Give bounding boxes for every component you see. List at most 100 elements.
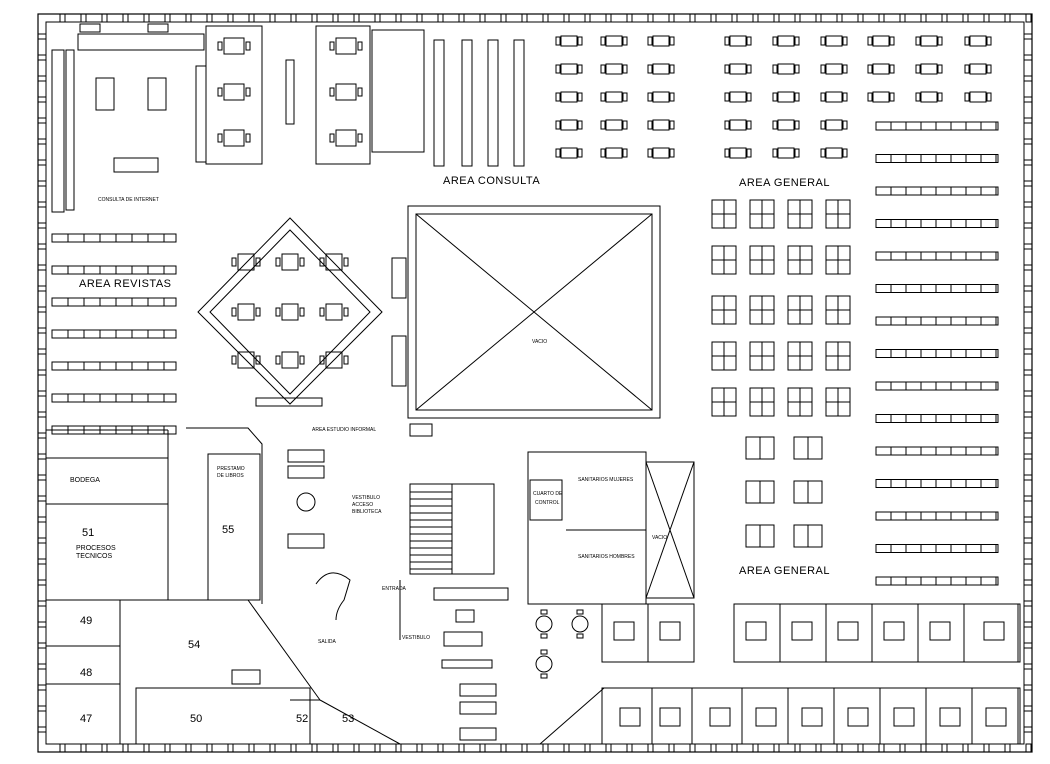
cuarto-control-label-1: CUARTO DE (533, 491, 563, 497)
wall-column (1023, 642, 1033, 649)
wall-column (857, 13, 864, 23)
chair (889, 92, 895, 102)
sanitarios-mujeres-label: SANITARIOS MUJERES (578, 477, 634, 483)
chair (772, 64, 778, 74)
wall-column (437, 743, 444, 753)
wall-column (1023, 663, 1033, 670)
chair (772, 120, 778, 130)
table (281, 253, 299, 271)
wall-column (37, 516, 47, 523)
chair (329, 87, 335, 97)
chair (842, 148, 848, 158)
wall-column (1023, 243, 1033, 250)
wall-column (37, 684, 47, 691)
table (825, 119, 843, 131)
shelf (51, 361, 177, 371)
wall-column (1025, 743, 1032, 753)
wall-column (101, 743, 108, 753)
room-55-label: 55 (222, 524, 235, 536)
consulta-shelves (433, 39, 525, 167)
chair (540, 673, 548, 679)
wall-column (37, 474, 47, 481)
wall-column (1023, 600, 1033, 607)
cuarto-control-label-2: CONTROL (535, 500, 560, 506)
wall-column (37, 432, 47, 439)
table (791, 621, 813, 641)
wall-column (1023, 411, 1033, 418)
wall-column (542, 13, 549, 23)
wall-column (1023, 495, 1033, 502)
wall-column (1023, 621, 1033, 628)
table (729, 147, 747, 159)
table (605, 147, 623, 159)
wall-column (857, 743, 864, 753)
table (872, 35, 890, 47)
table (969, 91, 987, 103)
shelf (51, 233, 177, 243)
wall-column (122, 13, 129, 23)
table (605, 119, 623, 131)
table (837, 621, 859, 641)
wall-column (269, 13, 276, 23)
vestibulo-acceso-label-1: VESTIBULO (352, 495, 381, 501)
wall-column (1023, 75, 1033, 82)
wall-column (899, 13, 906, 23)
chair (555, 36, 561, 46)
wall-column (206, 743, 213, 753)
shelf (875, 414, 999, 423)
chair (724, 36, 730, 46)
wall-column (248, 743, 255, 753)
wall-column (1023, 33, 1033, 40)
chair (746, 64, 752, 74)
chair (937, 64, 943, 74)
wall-column (37, 285, 47, 292)
wall-column (185, 743, 192, 753)
wall-column (647, 743, 654, 753)
table (619, 707, 641, 727)
table (709, 707, 731, 727)
chair (820, 148, 826, 158)
chair (889, 64, 895, 74)
table (920, 63, 938, 75)
chair (986, 36, 992, 46)
chair (647, 92, 653, 102)
wall-column (500, 13, 507, 23)
wall-column (920, 743, 927, 753)
chair (343, 355, 349, 365)
chair (669, 36, 675, 46)
chair (540, 633, 548, 639)
wall-column (1023, 264, 1033, 271)
chair (255, 307, 261, 317)
chair (820, 64, 826, 74)
shelf (51, 329, 177, 339)
wall-column (59, 13, 66, 23)
wall-column (1025, 13, 1032, 23)
chair (647, 36, 653, 46)
table (281, 303, 299, 321)
chair (299, 307, 305, 317)
chair (794, 64, 800, 74)
wall-column (1023, 726, 1033, 733)
chair (669, 92, 675, 102)
wall-column (899, 743, 906, 753)
table (729, 91, 747, 103)
table (729, 35, 747, 47)
wall-column (689, 743, 696, 753)
chair (555, 120, 561, 130)
wall-column (1023, 159, 1033, 166)
chair (867, 64, 873, 74)
wall-column (1023, 369, 1033, 376)
chair (772, 148, 778, 158)
chair (842, 36, 848, 46)
procesos-label-1: PROCESOS (76, 545, 116, 552)
table (223, 83, 245, 101)
table (535, 615, 553, 633)
table (985, 707, 1007, 727)
table (613, 621, 635, 641)
wall-column (794, 13, 801, 23)
chair (255, 355, 261, 365)
chair (275, 355, 281, 365)
wall-column (521, 743, 528, 753)
table (325, 253, 343, 271)
table (335, 129, 357, 147)
